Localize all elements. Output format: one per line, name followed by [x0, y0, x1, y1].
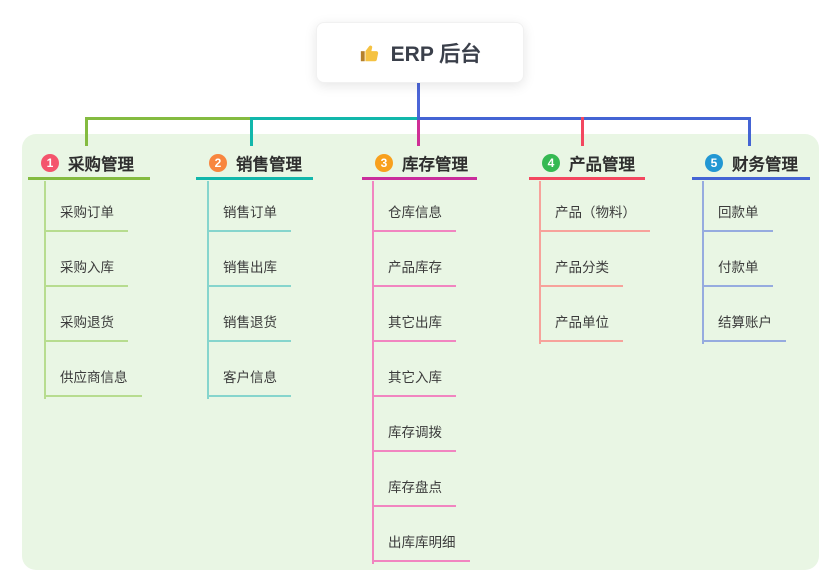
branch-title: 产品管理 — [569, 155, 635, 174]
branch-number-badge: 5 — [705, 153, 723, 172]
background-panel — [22, 134, 819, 570]
branch-items-inventory: 仓库信息 产品库存 其它出库 其它入库 库存调拨 库存盘点 出库库明细 — [372, 177, 470, 562]
branch-title: 采购管理 — [68, 155, 134, 174]
branch-number-badge: 3 — [375, 153, 393, 172]
branch-header-inventory[interactable]: 3 库存管理 — [362, 148, 477, 180]
node-stock-transfer[interactable]: 库存调拨 — [372, 421, 456, 452]
branch-number-badge: 4 — [542, 153, 560, 172]
node-product-unit[interactable]: 产品单位 — [539, 311, 623, 342]
thumbs-up-icon — [359, 42, 381, 64]
node-receipt-bill[interactable]: 回款单 — [702, 201, 773, 232]
branch-number-badge: 1 — [41, 153, 59, 172]
branch-header-product[interactable]: 4 产品管理 — [529, 148, 645, 180]
drop-connector-finance — [748, 117, 751, 146]
node-other-outbound[interactable]: 其它出库 — [372, 311, 456, 342]
branch-title: 财务管理 — [732, 155, 798, 174]
branch-title: 库存管理 — [402, 155, 468, 174]
node-other-inbound[interactable]: 其它入库 — [372, 366, 456, 397]
node-settlement-account[interactable]: 结算账户 — [702, 311, 786, 342]
node-outbound-details[interactable]: 出库库明细 — [372, 531, 470, 562]
branch-trunk-line — [539, 181, 541, 344]
root-stem-connector — [417, 81, 420, 118]
drop-connector-sales — [250, 117, 253, 146]
branch-trunk-line — [372, 181, 374, 564]
branch-items-sales: 销售订单 销售出库 销售退货 客户信息 — [207, 177, 291, 397]
root-node-erp[interactable]: ERP 后台 — [316, 22, 524, 83]
branch-trunk-line — [44, 181, 46, 399]
branch-items-purchase: 采购订单 采购入库 采购退货 供应商信息 — [44, 177, 142, 397]
node-purchase-order[interactable]: 采购订单 — [44, 201, 128, 232]
connector-blue-segment — [417, 117, 751, 120]
connector-green-segment — [85, 117, 252, 120]
branch-trunk-line — [207, 181, 209, 399]
node-warehouse-info[interactable]: 仓库信息 — [372, 201, 456, 232]
drop-connector-product — [581, 117, 584, 146]
branch-number-badge: 2 — [209, 153, 227, 172]
branch-header-finance[interactable]: 5 财务管理 — [692, 148, 810, 180]
branch-trunk-line — [702, 181, 704, 344]
node-sales-return[interactable]: 销售退货 — [207, 311, 291, 342]
node-sales-order[interactable]: 销售订单 — [207, 201, 291, 232]
node-product-stock[interactable]: 产品库存 — [372, 256, 456, 287]
connector-teal-segment — [250, 117, 419, 120]
node-purchase-inbound[interactable]: 采购入库 — [44, 256, 128, 287]
node-payment-bill[interactable]: 付款单 — [702, 256, 773, 287]
branch-items-finance: 回款单 付款单 结算账户 — [702, 177, 786, 342]
node-product-category[interactable]: 产品分类 — [539, 256, 623, 287]
branch-header-purchase[interactable]: 1 采购管理 — [28, 148, 150, 180]
node-supplier-info[interactable]: 供应商信息 — [44, 366, 142, 397]
node-sales-outbound[interactable]: 销售出库 — [207, 256, 291, 287]
node-product-material[interactable]: 产品（物料） — [539, 201, 650, 232]
branch-items-product: 产品（物料） 产品分类 产品单位 — [539, 177, 650, 342]
node-purchase-return[interactable]: 采购退货 — [44, 311, 128, 342]
drop-connector-inventory — [417, 120, 420, 146]
node-stock-taking[interactable]: 库存盘点 — [372, 476, 456, 507]
branch-title: 销售管理 — [236, 155, 302, 174]
node-customer-info[interactable]: 客户信息 — [207, 366, 291, 397]
branch-header-sales[interactable]: 2 销售管理 — [196, 148, 313, 180]
drop-connector-purchase — [85, 117, 88, 146]
root-label: ERP 后台 — [390, 42, 482, 66]
